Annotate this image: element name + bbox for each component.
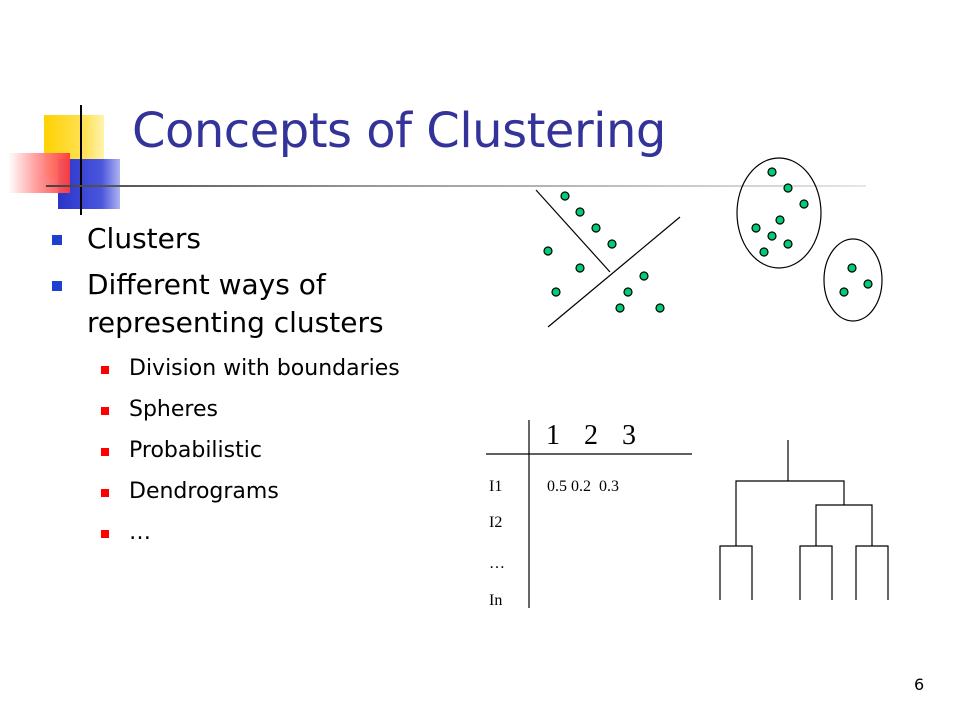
data-point bbox=[575, 263, 585, 273]
spheres-diagram bbox=[736, 157, 883, 322]
data-point bbox=[607, 239, 617, 249]
boundary-line bbox=[547, 216, 681, 328]
data-point bbox=[759, 247, 769, 257]
sub-bullet-item: Dendrograms bbox=[52, 478, 492, 506]
dendrogram-link bbox=[855, 545, 889, 600]
logo-vertical-line bbox=[80, 105, 82, 215]
cluster-sphere bbox=[823, 238, 883, 322]
table-row-label: … bbox=[489, 555, 505, 572]
bullet-marker bbox=[52, 235, 62, 245]
bullet-list: Clusters Different ways of representing … bbox=[52, 220, 492, 547]
probability-table: 1 2 3 I1 0.5 0.2 0.3 I2 … In bbox=[486, 420, 692, 609]
data-point bbox=[863, 279, 873, 289]
data-point bbox=[591, 223, 601, 233]
data-point bbox=[767, 231, 777, 241]
data-point bbox=[560, 191, 570, 201]
data-point bbox=[783, 239, 793, 249]
data-point bbox=[551, 287, 561, 297]
sub-bullet-marker bbox=[101, 489, 109, 497]
data-point bbox=[575, 207, 585, 217]
data-point bbox=[847, 263, 857, 273]
data-point bbox=[783, 183, 793, 193]
sub-bullet-marker bbox=[101, 530, 109, 538]
sub-bullet-text: … bbox=[129, 520, 151, 545]
sub-bullet-text: Dendrograms bbox=[129, 479, 279, 504]
table-row-label: I2 bbox=[489, 514, 502, 531]
sub-bullet-marker bbox=[101, 448, 109, 456]
data-point bbox=[775, 215, 785, 225]
table-column-header: 2 bbox=[584, 420, 598, 451]
sub-bullet-item: Spheres bbox=[52, 396, 492, 424]
sub-bullet-item: Division with boundaries bbox=[52, 355, 492, 383]
dendrogram-diagram bbox=[719, 440, 889, 600]
table-column-header: 3 bbox=[622, 420, 636, 451]
table-row-values: 0.5 0.2 0.3 bbox=[547, 478, 619, 495]
slide-title: Concepts of Clustering bbox=[132, 103, 666, 159]
data-point bbox=[767, 167, 777, 177]
sub-bullet-item: Probabilistic bbox=[52, 437, 492, 465]
table-row-label: I1 bbox=[489, 478, 502, 495]
bullet-text: Clusters bbox=[87, 222, 201, 255]
data-point bbox=[543, 246, 553, 256]
table-row-label: In bbox=[489, 592, 502, 609]
dendrogram-link bbox=[719, 545, 753, 600]
bullet-item: Different ways of representing clusters bbox=[52, 266, 492, 342]
bullet-text: Different ways of representing clusters bbox=[87, 268, 384, 339]
logo-decoration bbox=[0, 95, 866, 225]
data-point bbox=[839, 287, 849, 297]
dendrogram-link bbox=[735, 480, 845, 546]
bullet-marker bbox=[52, 281, 62, 291]
data-point bbox=[623, 287, 633, 297]
data-point bbox=[615, 303, 625, 313]
data-point bbox=[751, 223, 761, 233]
data-point bbox=[799, 199, 809, 209]
boundary-line bbox=[535, 189, 611, 273]
table-column-header: 1 bbox=[546, 420, 560, 451]
sub-bullet-marker bbox=[101, 407, 109, 415]
data-point bbox=[639, 271, 649, 281]
sub-bullet-text: Probabilistic bbox=[129, 438, 262, 463]
title-underline bbox=[46, 185, 866, 187]
page-number: 6 bbox=[914, 675, 925, 694]
sub-bullet-text: Spheres bbox=[129, 397, 218, 422]
dendrogram-link bbox=[815, 504, 873, 546]
dendrogram-link bbox=[799, 545, 833, 600]
cluster-sphere bbox=[736, 157, 822, 269]
data-point bbox=[655, 303, 665, 313]
sub-bullet-marker bbox=[101, 366, 109, 374]
sub-bullet-item: … bbox=[52, 519, 492, 547]
sub-bullet-text: Division with boundaries bbox=[129, 356, 400, 381]
boundary-division-diagram bbox=[535, 189, 681, 328]
bullet-item: Clusters bbox=[52, 220, 492, 258]
